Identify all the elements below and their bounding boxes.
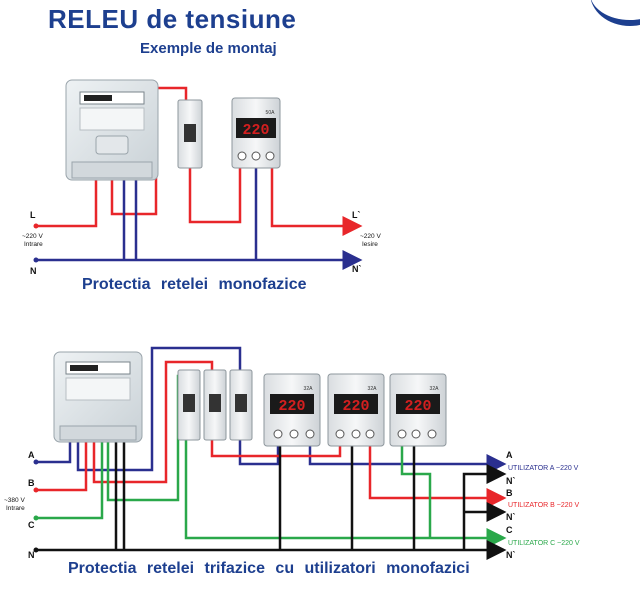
relay-display-bg xyxy=(236,118,276,138)
relay-a-display: 220 xyxy=(278,398,305,415)
label-n-out-b: N` xyxy=(506,512,516,522)
single-phase-relay: 220 50A xyxy=(231,97,281,169)
page-title: RELEU de tensiune xyxy=(48,4,297,34)
relay-c-display-bg xyxy=(396,394,440,414)
relay-b-terminal-1 xyxy=(335,429,345,439)
breaker-lever xyxy=(184,124,196,142)
relay-b-terminal-3 xyxy=(365,429,375,439)
meter-terminal-block xyxy=(71,161,153,179)
label-n-in: N xyxy=(28,550,35,560)
page-subtitle: Exemple de montaj xyxy=(140,40,277,57)
meter-label-plate xyxy=(79,107,145,131)
relay-b-display: 220 xyxy=(342,398,369,415)
relay-terminal-2 xyxy=(251,151,261,161)
wire-breaker-to-relay xyxy=(188,168,242,224)
terminal-b-in xyxy=(33,487,39,493)
user-a-label: UTILIZATOR A ~220 V xyxy=(508,465,579,472)
output-voltage: ~220 V xyxy=(360,233,381,240)
relay-b-display-bg xyxy=(334,394,378,414)
meter3-label-plate xyxy=(65,377,131,401)
label-c-out: C xyxy=(506,525,513,535)
label-a-in: A xyxy=(28,450,35,460)
terminal-n-in xyxy=(33,257,39,263)
wire-a-in xyxy=(36,438,72,464)
single-phase-caption: Protectia retelei monofazice xyxy=(82,276,307,293)
relay-b-rating: 32A xyxy=(368,386,378,392)
relay-a-terminal-1 xyxy=(273,429,283,439)
three-phase-meter xyxy=(53,351,143,443)
relay-c: 220 32A xyxy=(389,373,447,447)
relay-c-rating: 32A xyxy=(430,386,440,392)
single-phase-breaker xyxy=(177,99,203,169)
three-phase-input-voltage: ~380 V xyxy=(4,497,25,504)
relay-a-display-bg xyxy=(270,394,314,414)
relay-terminal-3 xyxy=(265,151,275,161)
relay-c-terminal-3 xyxy=(427,429,437,439)
user-c-label: UTILIZATOR C ~220 V xyxy=(508,540,580,547)
breaker-a-lever xyxy=(235,394,247,412)
relay-b-terminal-2 xyxy=(351,429,361,439)
single-phase-diagram: 220 50A L ~220 V Intrare N L` ~220 V Ies… xyxy=(22,79,381,276)
relay-c-terminal-1 xyxy=(397,429,407,439)
terminal-l-in xyxy=(33,223,39,229)
meter3-terminal-block xyxy=(59,425,137,441)
output-note: Iesire xyxy=(362,241,378,248)
label-a-out: A xyxy=(506,450,513,460)
wire-b-in xyxy=(36,438,88,492)
user-b-label: UTILIZATOR B ~220 V xyxy=(508,502,579,509)
wire-b-out xyxy=(368,446,507,508)
input-voltage: ~220 V xyxy=(22,233,43,240)
relay-terminal-1 xyxy=(237,151,247,161)
meter-window xyxy=(95,135,129,155)
wire-b-breaker-to-relay xyxy=(210,440,342,458)
label-b-in: B xyxy=(28,478,35,488)
three-phase-breakers xyxy=(177,369,253,441)
label-c-in: C xyxy=(28,520,35,530)
wire-b-to-breaker xyxy=(92,360,214,484)
relay-b: 220 32A xyxy=(327,373,385,447)
wire-a-to-breaker xyxy=(76,346,242,472)
label-n-out: N` xyxy=(352,264,362,274)
relay-a-terminal-2 xyxy=(289,429,299,439)
relay-display: 220 xyxy=(242,122,269,139)
breaker-c-lever xyxy=(183,394,195,412)
wire-a-out xyxy=(308,446,507,474)
three-phase-caption: Protectia retelei trifazice cu utilizato… xyxy=(68,560,470,577)
terminal-n-in xyxy=(33,547,39,553)
wire-c-relay xyxy=(400,446,432,538)
relay-a-terminal-3 xyxy=(305,429,315,439)
label-n-out-a: N` xyxy=(506,476,516,486)
meter-counter xyxy=(84,95,112,101)
relay-c-display: 220 xyxy=(404,398,431,415)
label-l-in: L xyxy=(30,210,36,220)
terminal-c-in xyxy=(33,515,39,521)
label-b-out: B xyxy=(506,488,513,498)
relay-a: 220 32A xyxy=(263,373,321,447)
wire-l-out xyxy=(270,168,363,236)
wire-l-in xyxy=(36,178,98,228)
relay-a-rating: 32A xyxy=(304,386,314,392)
three-phase-wires xyxy=(33,346,507,560)
relay-c-terminal-2 xyxy=(411,429,421,439)
label-n-in: N xyxy=(30,266,37,276)
wire-n-out-a xyxy=(462,464,507,550)
three-phase-input-note: Intrare xyxy=(6,505,25,512)
wire-c-out xyxy=(184,440,507,548)
single-phase-wires xyxy=(33,86,363,270)
breaker-b-lever xyxy=(209,394,221,412)
label-n-out-c: N` xyxy=(506,550,516,560)
single-phase-meter xyxy=(65,79,159,181)
wire-c-in xyxy=(36,438,104,520)
three-phase-diagram: 220 32A 220 32A 220 32A A B ~380 V xyxy=(4,346,580,560)
meter3-counter xyxy=(70,365,98,371)
label-l-out: L` xyxy=(352,210,361,220)
terminal-a-in xyxy=(33,459,39,465)
relay-rating: 50A xyxy=(266,110,276,116)
input-note: Intrare xyxy=(24,241,43,248)
